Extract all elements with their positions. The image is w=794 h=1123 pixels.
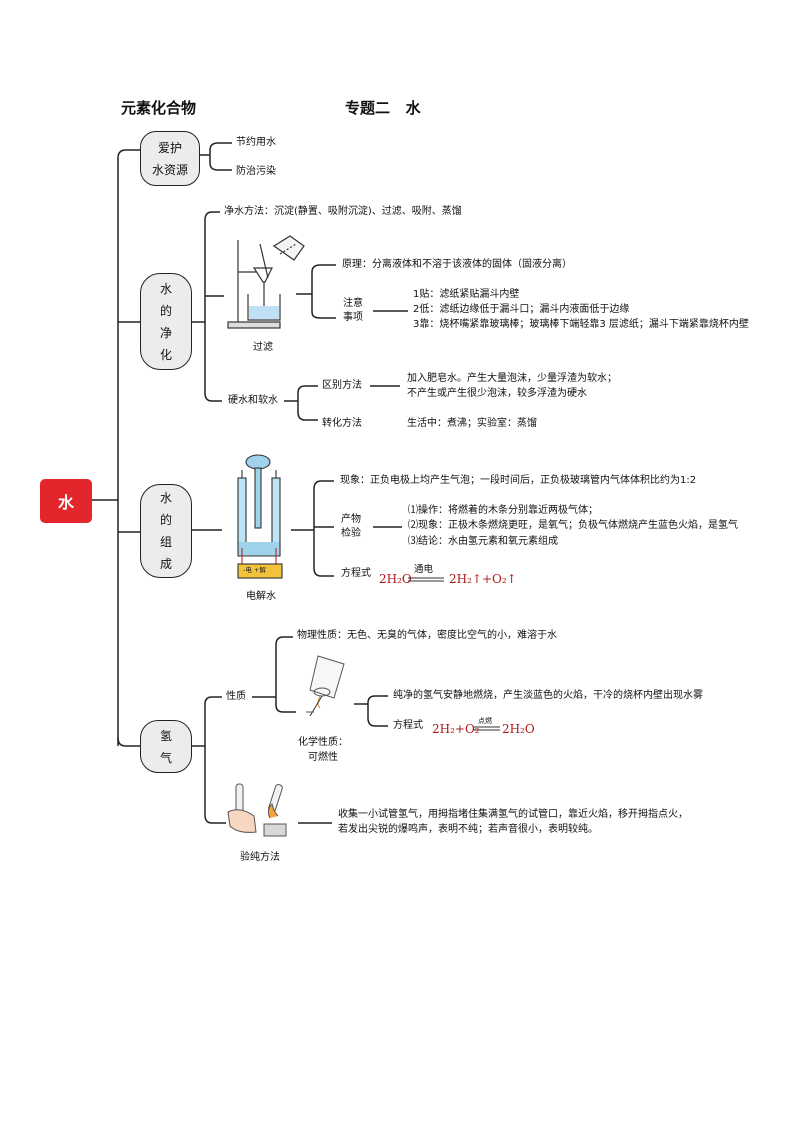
- hydrogen-burn-description: 纯净的氢气安静地燃烧，产生淡蓝色的火焰，干冷的烧杯内壁出现水雾: [393, 690, 703, 701]
- branch-water-composition[interactable]: 水 的 组 成: [140, 484, 192, 578]
- root-node-water[interactable]: 水: [40, 479, 92, 523]
- branch-water-purification[interactable]: 水 的 净 化: [140, 273, 192, 370]
- branch-compose-char2: 的: [159, 513, 172, 527]
- branch-protect-water[interactable]: 爱护水资源: [140, 131, 200, 186]
- electrolysis-equation-label: 方程式: [341, 568, 371, 579]
- hydrogen-properties: 性质: [226, 691, 246, 702]
- hydrogen-equation-label: 方程式: [393, 720, 423, 731]
- filtration-caption: 过滤: [253, 342, 273, 353]
- purity-test-caption: 验纯方法: [240, 852, 280, 863]
- notice-item-2: 2低：滤纸边缘低于漏斗口；漏斗内液面低于边缘: [413, 304, 630, 315]
- distinguish-method-label: 区别方法: [322, 380, 362, 391]
- convert-method-label: 转化方法: [322, 418, 362, 429]
- physical-property: 物理性质：无色、无臭的气体，密度比空气的小，难溶于水: [297, 630, 557, 641]
- branch-purify-char4: 化: [159, 347, 172, 362]
- branch-purify-char3: 净: [159, 325, 172, 340]
- filtration-apparatus-icon: [227, 235, 305, 329]
- product-test-step-2: ⑵现象：正极木条燃烧更旺，是氧气；负极气体燃烧产生蓝色火焰，是氢气: [408, 520, 738, 531]
- branch-protect-line1: 爱护: [157, 140, 182, 155]
- electrolysis-caption: 电解水: [246, 591, 276, 602]
- branch-hydrogen[interactable]: 氢 气: [140, 720, 192, 773]
- branch-purify-char1: 水: [159, 281, 172, 296]
- product-test-label-1: 产物: [341, 514, 361, 525]
- notice-label-line1: 注意: [343, 298, 363, 309]
- distinguish-text-1: 加入肥皂水。产生大量泡沫，少量浮渣为软水；: [407, 373, 617, 384]
- chemical-property-label: 化学性质：: [298, 737, 348, 748]
- hydrogen-combustion-icon: [306, 655, 345, 717]
- electrolysis-eq-arrow: [408, 577, 444, 582]
- purity-test-icon: [227, 783, 287, 837]
- notice-item-3: 3靠：烧杯嘴紧靠玻璃棒；玻璃棒下端轻靠3 层滤纸；漏斗下端紧靠烧杯内壁: [413, 319, 749, 330]
- electrolysis-eq-condition: 通电: [414, 564, 434, 575]
- item-save-water: 节约用水: [236, 137, 276, 148]
- branch-hydrogen-char1: 氢: [159, 728, 172, 743]
- hydrogen-eq-condition: 点燃: [478, 717, 492, 725]
- electrolysis-apparatus-icon: [237, 454, 283, 579]
- electrolysis-device-label: -电 +解: [243, 566, 266, 574]
- notice-item-1: 1贴：滤纸紧贴漏斗内壁: [413, 289, 520, 300]
- electrolysis-eq-reactant: 2H₂O: [379, 572, 412, 586]
- flammability-label: 可燃性: [308, 752, 338, 763]
- branch-compose-char1: 水: [159, 491, 172, 505]
- electrolysis-phenomenon: 现象：正负电极上均产生气泡；一段时间后，正负极玻璃管内气体体积比约为1:2: [340, 475, 697, 486]
- hydrogen-eq-reactants: 2H₂+O₂: [432, 722, 480, 736]
- product-test-label-2: 检验: [341, 528, 361, 539]
- filtration-principle: 原理：分离液体和不溶于该液体的固体（固液分离）: [342, 259, 572, 270]
- hydrogen-eq-arrow: [474, 726, 500, 731]
- distinguish-text-2: 不产生或产生很少泡沫，较多浮渣为硬水: [407, 388, 587, 399]
- branch-protect-line2: 水资源: [151, 162, 188, 177]
- branch-compose-char4: 成: [159, 557, 172, 571]
- header-topic: 专题二 水: [345, 99, 421, 117]
- product-test-step-1: ⑴操作：将燃着的木条分别靠近两极气体；: [408, 505, 598, 516]
- branch-hydrogen-char2: 气: [159, 750, 172, 765]
- notice-label-line2: 事项: [343, 312, 363, 323]
- purification-methods: 净水方法：沉淀(静置、吸附沉淀)、过滤、吸附、蒸馏: [224, 206, 462, 217]
- hydrogen-eq-product: 2H₂O: [502, 722, 535, 736]
- branch-purify-char2: 的: [159, 303, 172, 318]
- electrolysis-eq-products: 2H₂↑+O₂↑: [449, 572, 517, 586]
- hard-soft-water: 硬水和软水: [228, 395, 278, 406]
- branch-compose-char3: 组: [159, 535, 172, 549]
- header-category: 元素化合物: [121, 99, 197, 117]
- convert-method-text: 生活中：煮沸；实验室：蒸馏: [407, 418, 537, 429]
- item-prevent-pollution: 防治污染: [236, 166, 276, 177]
- purity-test-text-1: 收集一小试管氢气，用拇指堵住集满氢气的试管口，靠近火焰，移开拇指点火，: [338, 809, 688, 820]
- purity-test-text-2: 若发出尖锐的爆鸣声，表明不纯；若声音很小，表明较纯。: [338, 824, 598, 835]
- product-test-step-3: ⑶结论：水由氢元素和氧元素组成: [408, 536, 558, 547]
